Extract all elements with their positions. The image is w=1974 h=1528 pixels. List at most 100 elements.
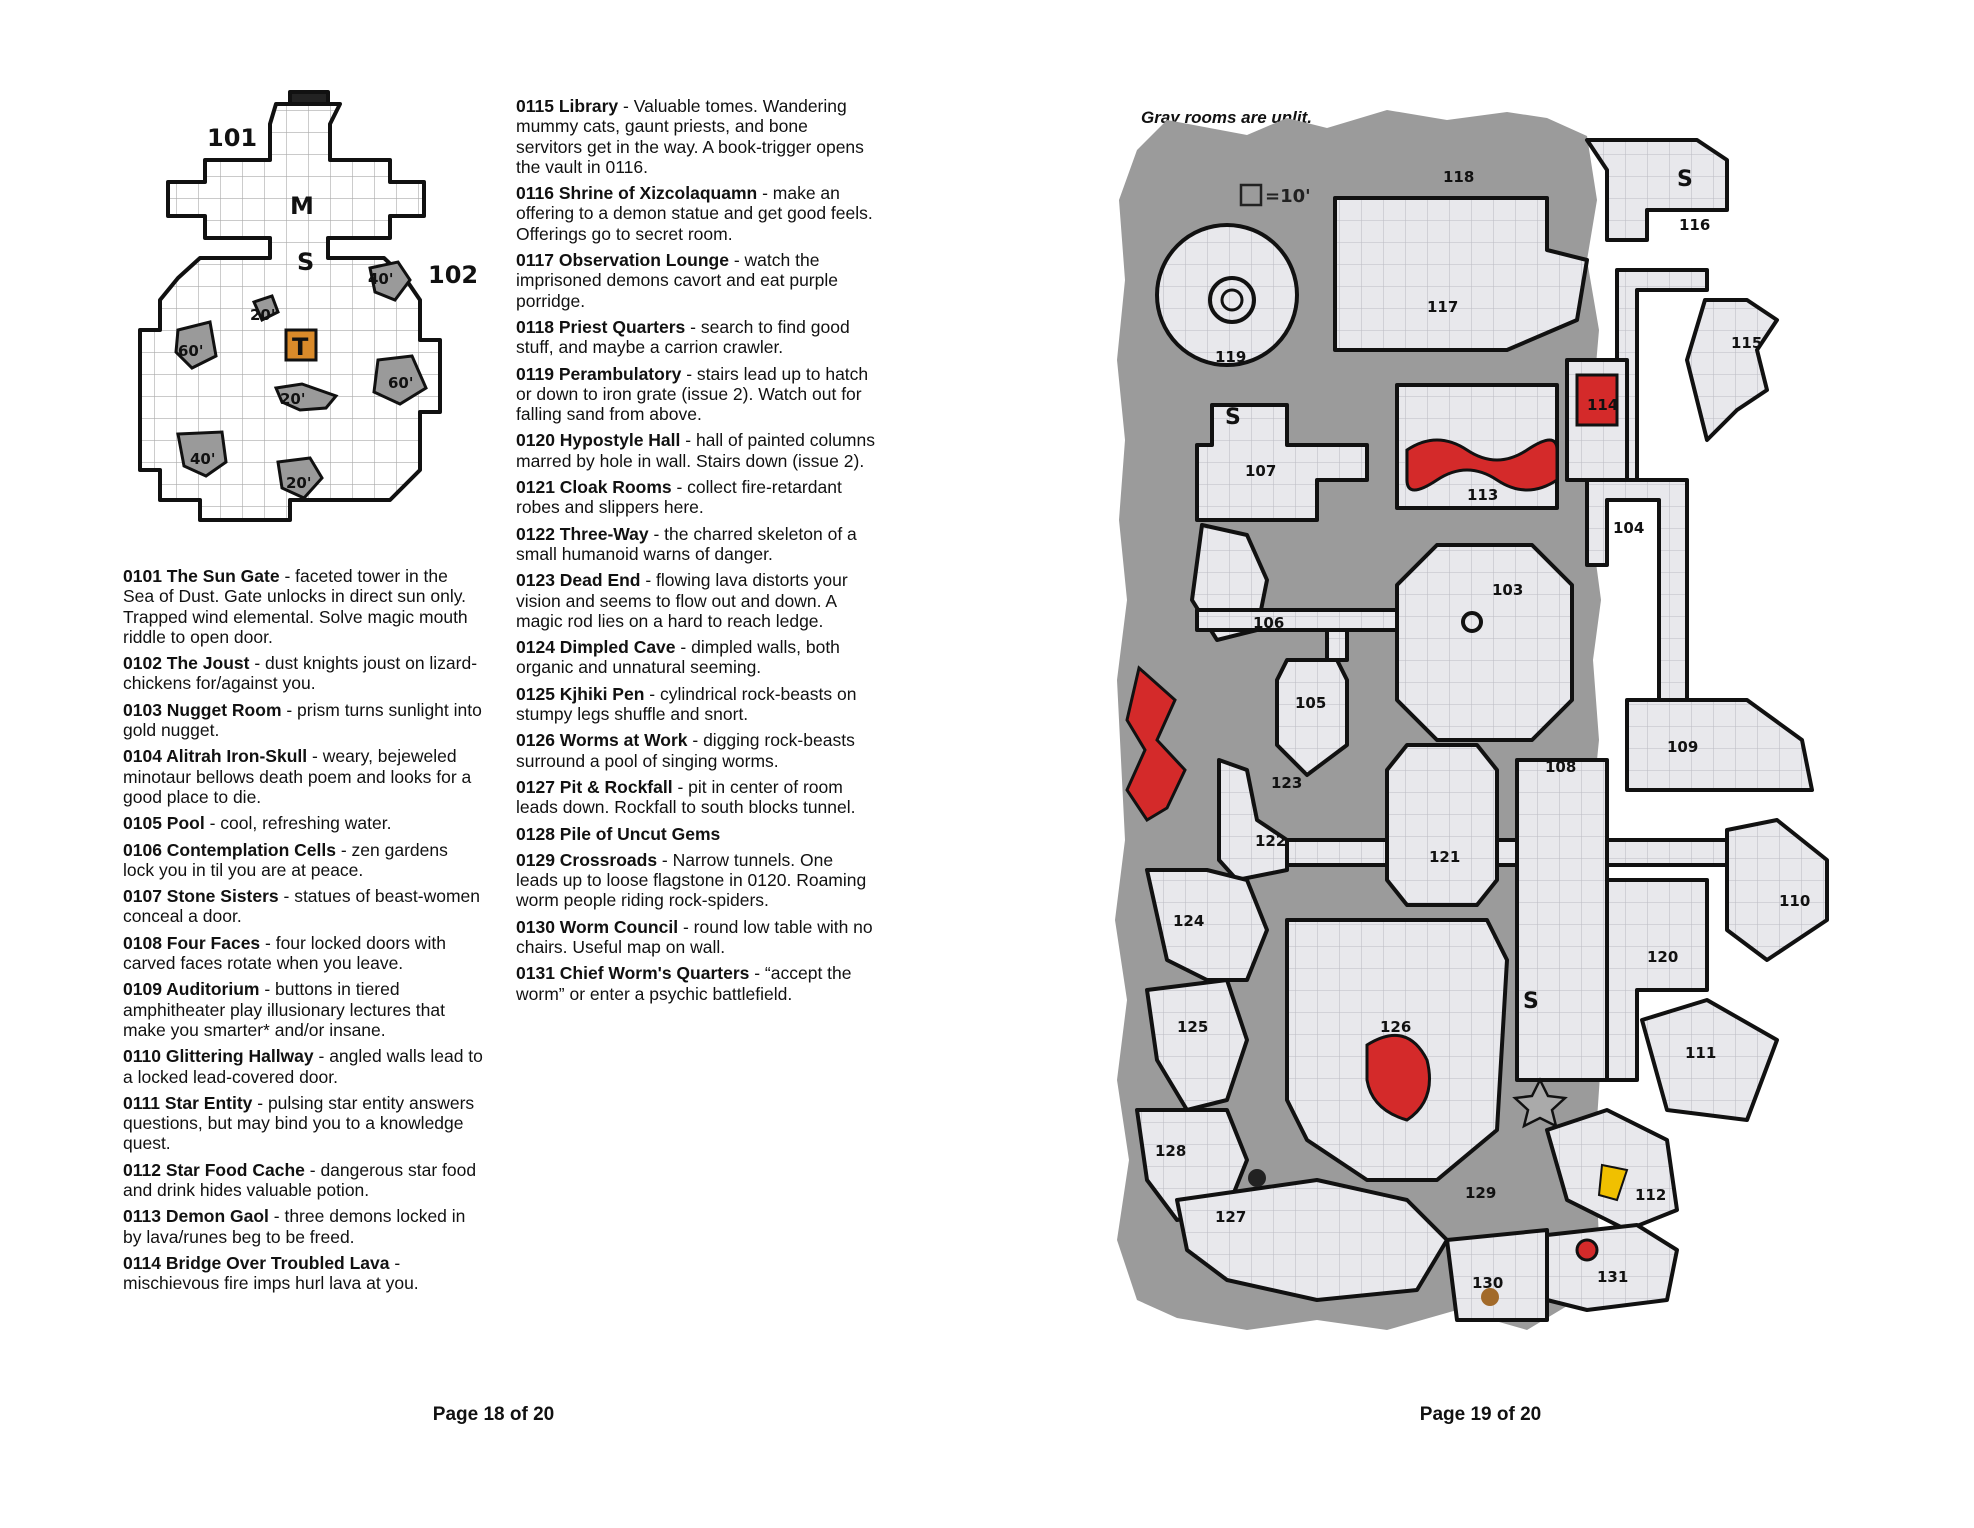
room-entry-text: - weary, bejeweled minotaur bellows deat… [123, 746, 472, 807]
pillar-label-60a: 60' [178, 342, 203, 360]
room-entry-title: 0128 Pile of Uncut Gems [516, 823, 721, 844]
room-entry: 0105 Pool - cool, refreshing water. [123, 813, 483, 833]
room-entry-text: - mischievous fire imps hurl lava at you… [123, 1252, 419, 1294]
room-entry-title: 0112 Star Food Cache [123, 1159, 305, 1180]
room-entry: 0123 Dead End - flowing lava distorts yo… [516, 570, 876, 631]
room-entry: 0126 Worms at Work - digging rock-beasts… [516, 730, 876, 771]
room-entry: 0122 Three-Way - the charred skeleton of… [516, 524, 876, 565]
room-label-116: 116 [1679, 216, 1710, 234]
pillar-label-20c: 20' [286, 474, 311, 492]
room-label-112: 112 [1635, 1186, 1666, 1204]
secret-door-1: S [1225, 405, 1241, 430]
room-entry-title: 0127 Pit & Rockfall [516, 776, 673, 797]
room-label-117: 117 [1427, 298, 1458, 316]
room-label-115: 115 [1731, 334, 1762, 352]
room-label-118: 118 [1443, 168, 1474, 186]
room-entry-text: - stairs lead up to hatch or down to iro… [516, 363, 869, 425]
room-entry-text: - Narrow tunnels. One leads up to loose … [516, 849, 867, 911]
page-number-right: Page 19 of 20 [1419, 1404, 1542, 1425]
room-label-103: 103 [1492, 581, 1523, 599]
room-entry-title: 0117 Observation Lounge [516, 250, 729, 271]
room-entry-title: 0118 Priest Quarters [516, 316, 686, 337]
room-entry-title: 0102 The Joust [123, 653, 250, 674]
room-entry: 0125 Kjhiki Pen - cylindrical rock-beast… [516, 684, 876, 725]
room-entry: 0110 Glittering Hallway - angled walls l… [123, 1046, 483, 1087]
room-label-131: 131 [1597, 1268, 1628, 1286]
room-entry-title: 0107 Stone Sisters [123, 886, 279, 907]
room-label-123: 123 [1271, 774, 1302, 792]
room-entry-title: 0108 Four Faces [123, 932, 261, 953]
room-entry: 0103 Nugget Room - prism turns sunlight … [123, 700, 483, 741]
map-label-t: T [292, 333, 309, 361]
room-entry-text: - pulsing star entity answers questions,… [123, 1092, 475, 1154]
map-label-101: 101 [207, 124, 257, 152]
room-entry-text: - search to find good stuff, and maybe a… [516, 316, 850, 358]
room-entry-title: 0104 Alitrah Iron-Skull [123, 746, 308, 767]
room-entry: 0115 Library - Valuable tomes. Wandering… [516, 96, 876, 177]
room-entry-title: 0114 Bridge Over Troubled Lava [123, 1252, 390, 1273]
room-label-109: 109 [1667, 738, 1698, 756]
scale-label: =10' [1265, 186, 1311, 207]
map-label-s: S [297, 248, 314, 276]
room-entry-title: 0121 Cloak Rooms [516, 477, 672, 498]
room-entry-title: 0120 Hypostyle Hall [516, 430, 681, 451]
room-entry-text: - collect fire-retardant robes and slipp… [516, 477, 842, 518]
room-entry: 0112 Star Food Cache - dangerous star fo… [123, 1160, 483, 1201]
room-entry-text: - dimpled walls, both organic and unnatu… [516, 637, 840, 678]
left-page: 101 102 M S T 40' 20' 60' 60' 20' 40' 20… [123, 90, 876, 1425]
room-entry-text: - statues of beast-women conceal a door. [123, 886, 480, 927]
room-label-104: 104 [1613, 519, 1644, 537]
room-label-106: 106 [1253, 614, 1284, 632]
room-entry: 0113 Demon Gaol - three demons locked in… [123, 1206, 483, 1247]
room-label-119: 119 [1215, 348, 1246, 366]
room-entry-title: 0115 Library [516, 96, 619, 116]
room-label-110: 110 [1779, 892, 1810, 910]
room-entry-text: - flowing lava distorts your vision and … [516, 570, 848, 631]
room-label-130: 130 [1472, 1274, 1503, 1292]
pillar-label-40b: 40' [190, 450, 215, 468]
room-entry-title: 0124 Dimpled Cave [516, 637, 676, 658]
room-label-107: 107 [1245, 462, 1276, 480]
room-entry-text: - hall of painted columns marred by hole… [516, 430, 875, 471]
map-note: Gray rooms are unlit. [1141, 108, 1312, 127]
room-entry: 0120 Hypostyle Hall - hall of painted co… [516, 430, 876, 471]
room-entry-title: 0109 Auditorium [123, 979, 260, 1000]
room-entry: 0116 Shrine of Xizcolaquamn - make an of… [516, 183, 876, 244]
room-label-120: 120 [1647, 948, 1678, 966]
room-entry-text: - prism turns sunlight into gold nugget. [123, 699, 482, 741]
secret-door-2: S [1677, 167, 1693, 192]
room-entry: 0131 Chief Worm's Quarters - “accept the… [516, 963, 876, 1004]
room-entry-text: - digging rock-beasts surround a pool of… [516, 730, 855, 771]
room-label-105: 105 [1295, 694, 1326, 712]
room-entry-text: - dangerous star food and drink hides va… [123, 1159, 477, 1201]
room-entry: 0124 Dimpled Cave - dimpled walls, both … [516, 637, 876, 678]
room-label-126: 126 [1380, 1018, 1411, 1036]
room-entry: 0104 Alitrah Iron-Skull - weary, bejewel… [123, 746, 483, 807]
room-entry-title: 0116 Shrine of Xizcolaquamn [516, 183, 758, 204]
room-entry: 0108 Four Faces - four locked doors with… [123, 933, 483, 974]
room-entry-title: 0126 Worms at Work [516, 730, 688, 751]
room-entry: 0109 Auditorium - buttons in tiered amph… [123, 979, 483, 1040]
room-entry-text: - angled walls lead to a locked lead-cov… [123, 1046, 483, 1087]
room-entry: 0130 Worm Council - round low table with… [516, 917, 876, 958]
room-entry: 0129 Crossroads - Narrow tunnels. One le… [516, 850, 876, 911]
room-entry-title: 0122 Three-Way [516, 523, 649, 544]
room-entry-title: 0131 Chief Worm's Quarters [516, 963, 750, 984]
room-entry-title: 0105 Pool [123, 813, 205, 834]
room-entry-title: 0123 Dead End [516, 570, 641, 591]
entries-column-2: 0115 Library - Valuable tomes. Wandering… [516, 96, 876, 1010]
room-entry-title: 0111 Star Entity [123, 1092, 253, 1113]
room-entry: 0102 The Joust - dust knights joust on l… [123, 653, 483, 694]
pillar-label-40a: 40' [368, 270, 393, 288]
room-label-108: 108 [1545, 758, 1576, 776]
room-entry-title: 0119 Perambulatory [516, 363, 682, 384]
right-page: Gray rooms are unlit. =10' [987, 0, 1974, 1528]
room-entry-text: - watch the imprisoned demons cavort and… [516, 250, 838, 311]
room-entry-title: 0129 Crossroads [516, 849, 658, 870]
room-entry-text: - four locked doors with carved faces ro… [123, 932, 446, 974]
room-entry-text: - zen gardens lock you in til you are at… [123, 839, 448, 880]
room-label-128: 128 [1155, 1142, 1186, 1160]
map-label-102: 102 [428, 261, 478, 289]
pillar-label-20b: 20' [280, 390, 305, 408]
room-label-124: 124 [1173, 912, 1204, 930]
